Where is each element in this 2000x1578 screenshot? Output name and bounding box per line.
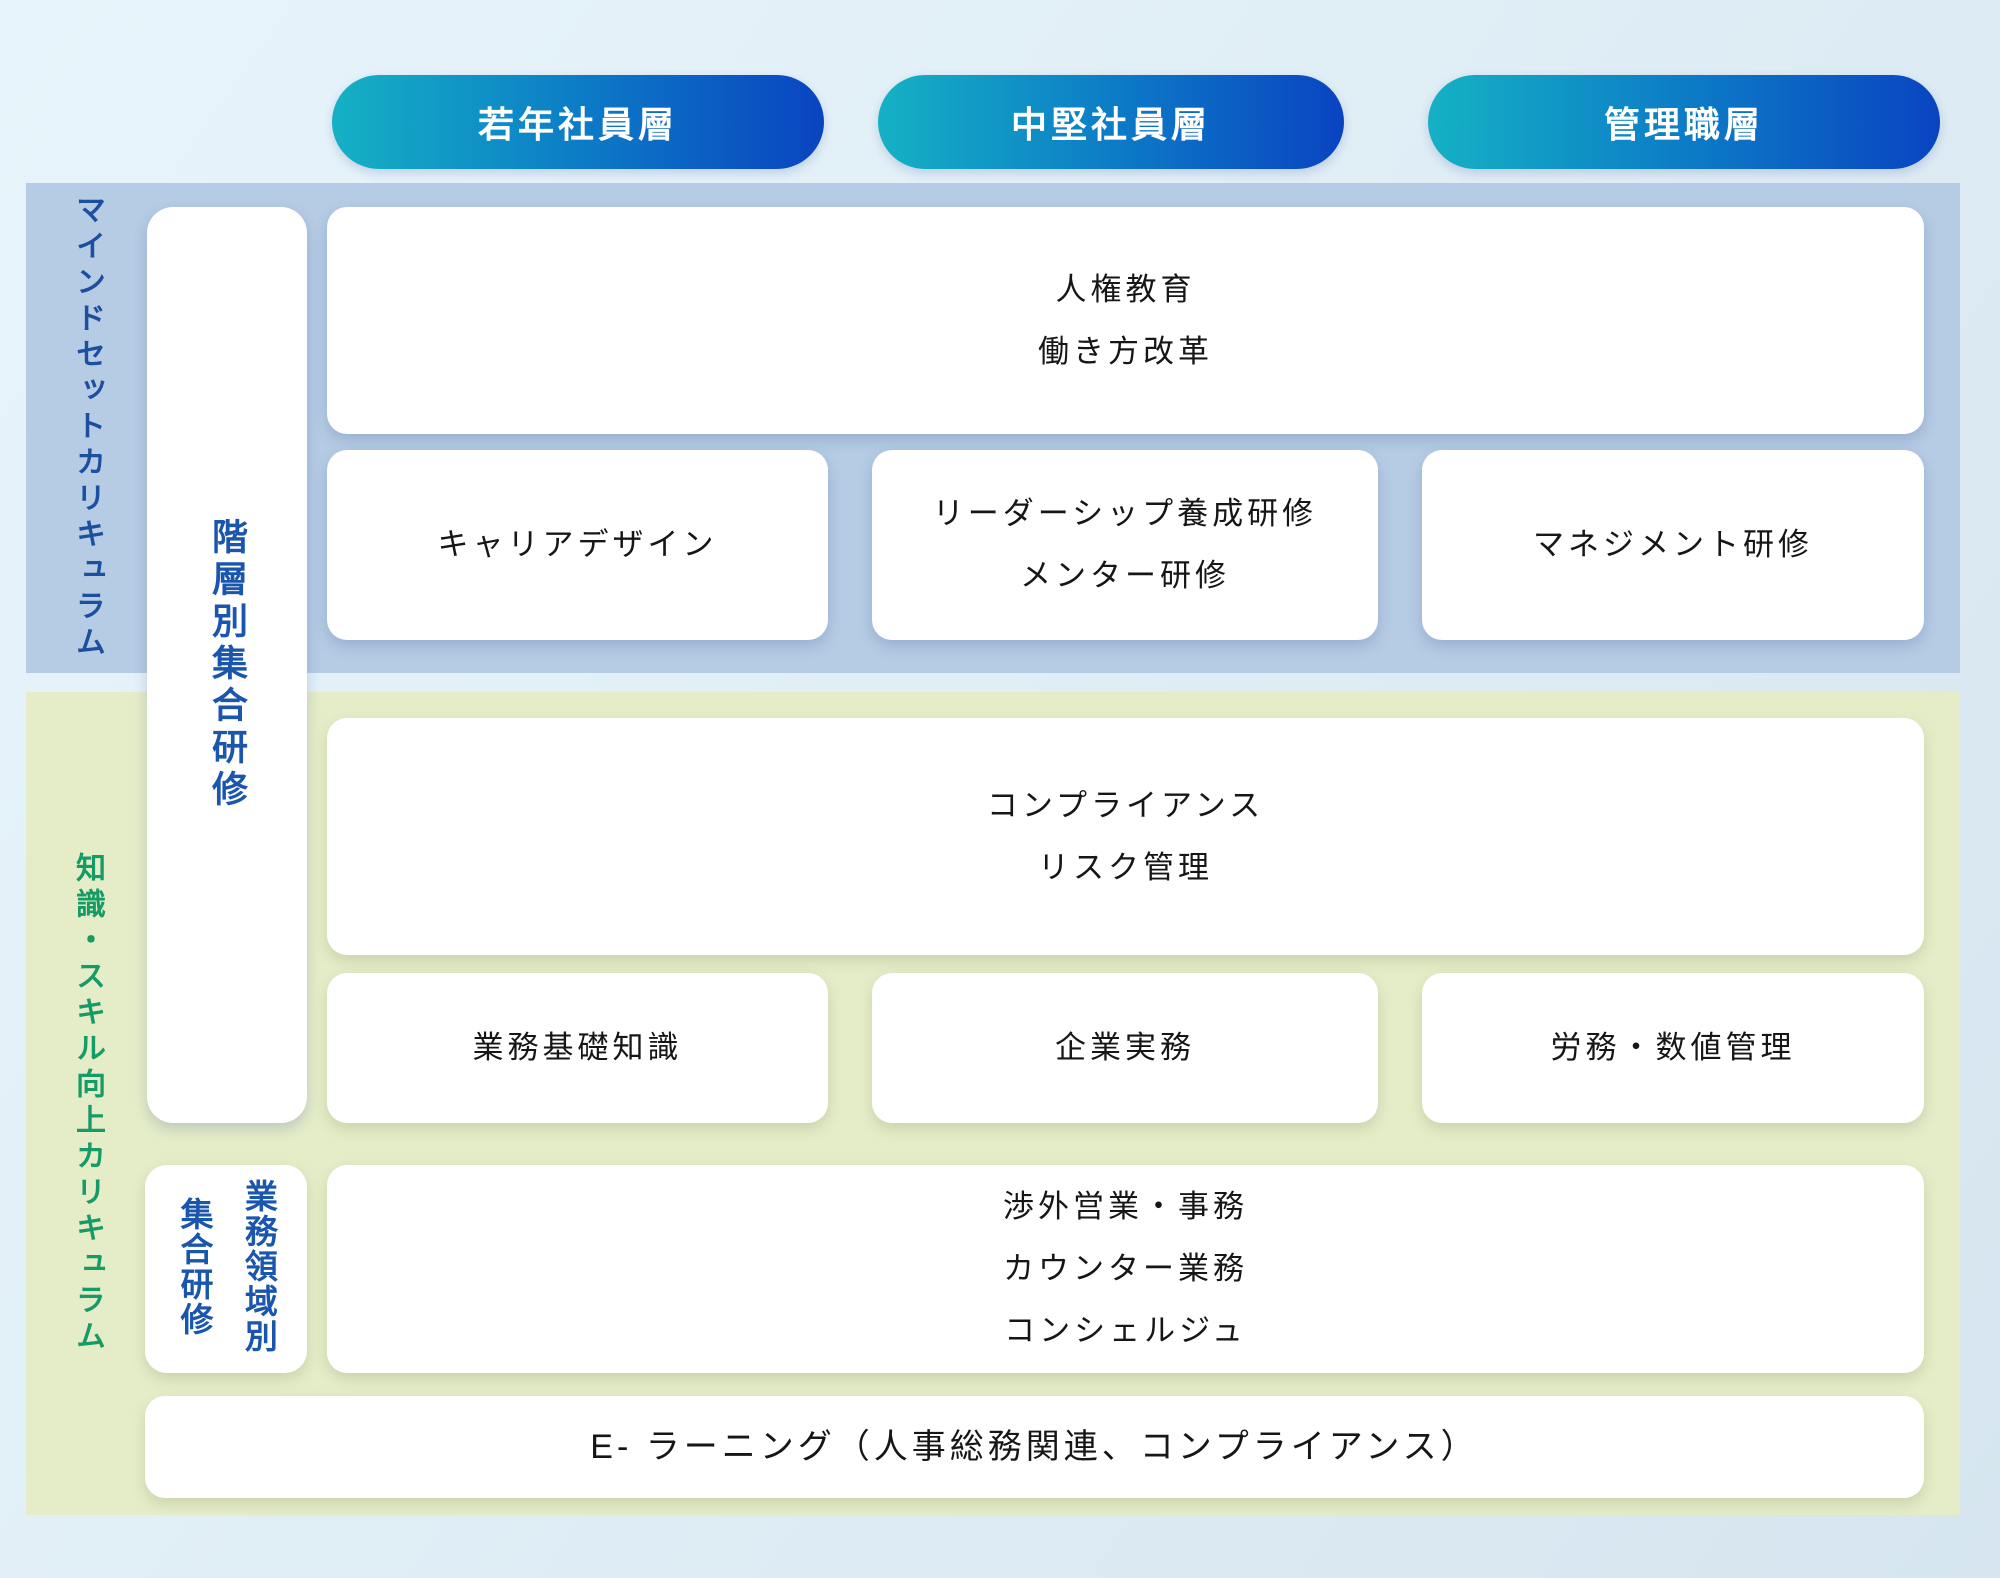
box-management-training-label: マネジメント研修 — [1533, 527, 1813, 562]
sidebox-business-domain-label: 業務領域別 集合研修 — [176, 1179, 278, 1354]
box-sales-counter-concierge-label: 渉外営業・事務 カウンター業務 コンシェルジュ — [1003, 1189, 1248, 1348]
box-elearning-label: E- ラーニング（人事総務関連、コンプライアンス） — [590, 1428, 1479, 1466]
box-compliance-risk-management: コンプライアンス リスク管理 — [327, 718, 1924, 955]
box-labor-numerical-management-label: 労務・数値管理 — [1550, 1030, 1796, 1065]
box-human-rights-workstyle-reform: 人権教育 働き方改革 — [327, 207, 1924, 434]
sidebox-hierarchical-label: 階層別集合研修 — [207, 518, 248, 812]
box-elearning: E- ラーニング（人事総務関連、コンプライアンス） — [145, 1396, 1924, 1498]
band-label-mindset-text: マインドセットカリキュラム — [71, 194, 104, 662]
pill-management-layer-label: 管理職層 — [1603, 104, 1764, 145]
box-basic-business-knowledge: 業務基礎知識 — [327, 973, 828, 1123]
box-sales-counter-concierge: 渉外営業・事務 カウンター業務 コンシェルジュ — [327, 1165, 1924, 1373]
box-leadership-mentor-training: リーダーシップ養成研修 メンター研修 — [872, 450, 1378, 640]
box-corporate-practice: 企業実務 — [872, 973, 1378, 1123]
band-label-knowledge-text: 知識・スキル向上カリキュラム — [71, 851, 104, 1356]
band-label-knowledge-skill-curriculum: 知識・スキル向上カリキュラム — [26, 692, 148, 1515]
box-management-training: マネジメント研修 — [1422, 450, 1924, 640]
sidebox-business-domain-group-training: 業務領域別 集合研修 — [145, 1165, 307, 1373]
box-basic-business-knowledge-label: 業務基礎知識 — [472, 1030, 683, 1065]
sidebox-hierarchical-group-training: 階層別集合研修 — [147, 207, 307, 1123]
box-human-rights-workstyle-reform-label: 人権教育 働き方改革 — [1038, 271, 1213, 369]
pill-management-layer: 管理職層 — [1428, 75, 1940, 169]
box-compliance-risk-management-label: コンプライアンス リスク管理 — [986, 787, 1265, 885]
pill-young-employees: 若年社員層 — [332, 75, 824, 169]
box-corporate-practice-label: 企業実務 — [1055, 1030, 1195, 1065]
band-label-mindset-curriculum: マインドセットカリキュラム — [26, 183, 148, 673]
box-labor-numerical-management: 労務・数値管理 — [1422, 973, 1924, 1123]
box-career-design-label: キャリアデザイン — [437, 527, 718, 562]
pill-mid-level-employees-label: 中堅社員層 — [1010, 104, 1211, 145]
box-career-design: キャリアデザイン — [327, 450, 828, 640]
pill-young-employees-label: 若年社員層 — [477, 104, 678, 145]
box-leadership-mentor-training-label: リーダーシップ養成研修 メンター研修 — [932, 496, 1318, 593]
pill-mid-level-employees: 中堅社員層 — [878, 75, 1344, 169]
